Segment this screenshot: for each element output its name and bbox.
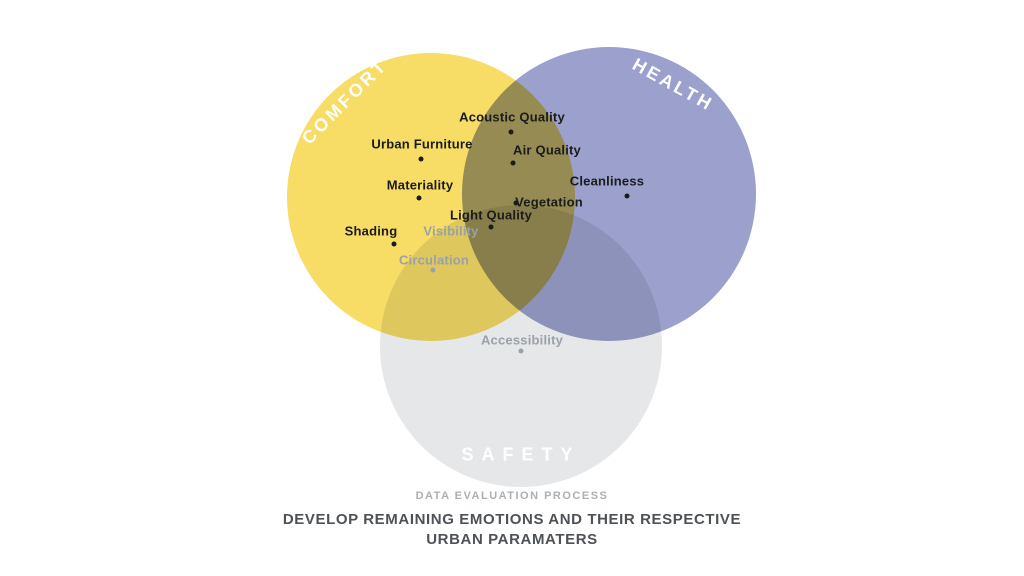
param-label-urban-furniture: Urban Furniture [371,136,473,152]
safety-circle [380,205,662,487]
caption-kicker: DATA EVALUATION PROCESS [415,490,609,502]
param-label-vegetation: Vegetation [515,194,583,210]
param-label-circulation: Circulation [398,252,470,268]
param-dot-acoustic-quality [508,129,514,135]
caption-title-line-2: URBAN PARAMATERS [426,531,598,548]
param-dot-light-quality [488,224,494,230]
param-dot-shading [391,241,397,247]
param-label-cleanliness: Cleanliness [569,173,645,189]
caption: DATA EVALUATION PROCESS DEVELOP REMAININ… [0,490,1024,550]
param-dot-air-quality [510,160,516,166]
param-dot-accessibility [518,348,524,354]
param-label-visibility: Visibility [423,223,479,239]
param-dot-materiality [416,195,422,201]
param-dot-urban-furniture [418,156,424,162]
param-dot-circulation [430,267,436,273]
param-dot-vegetation [513,200,519,206]
param-label-accessibility: Accessibility [480,332,564,348]
param-label-shading: Shading [344,223,398,239]
param-label-light-quality: Light Quality [449,207,533,223]
param-label-air-quality: Air Quality [513,142,581,158]
caption-title-line-1: DEVELOP REMAINING EMOTIONS AND THEIR RES… [282,511,742,528]
param-label-acoustic-quality: Acoustic Quality [459,109,565,125]
param-label-materiality: Materiality [386,177,454,193]
safety-set-title: SAFETY [461,444,581,465]
param-dot-cleanliness [624,193,630,199]
